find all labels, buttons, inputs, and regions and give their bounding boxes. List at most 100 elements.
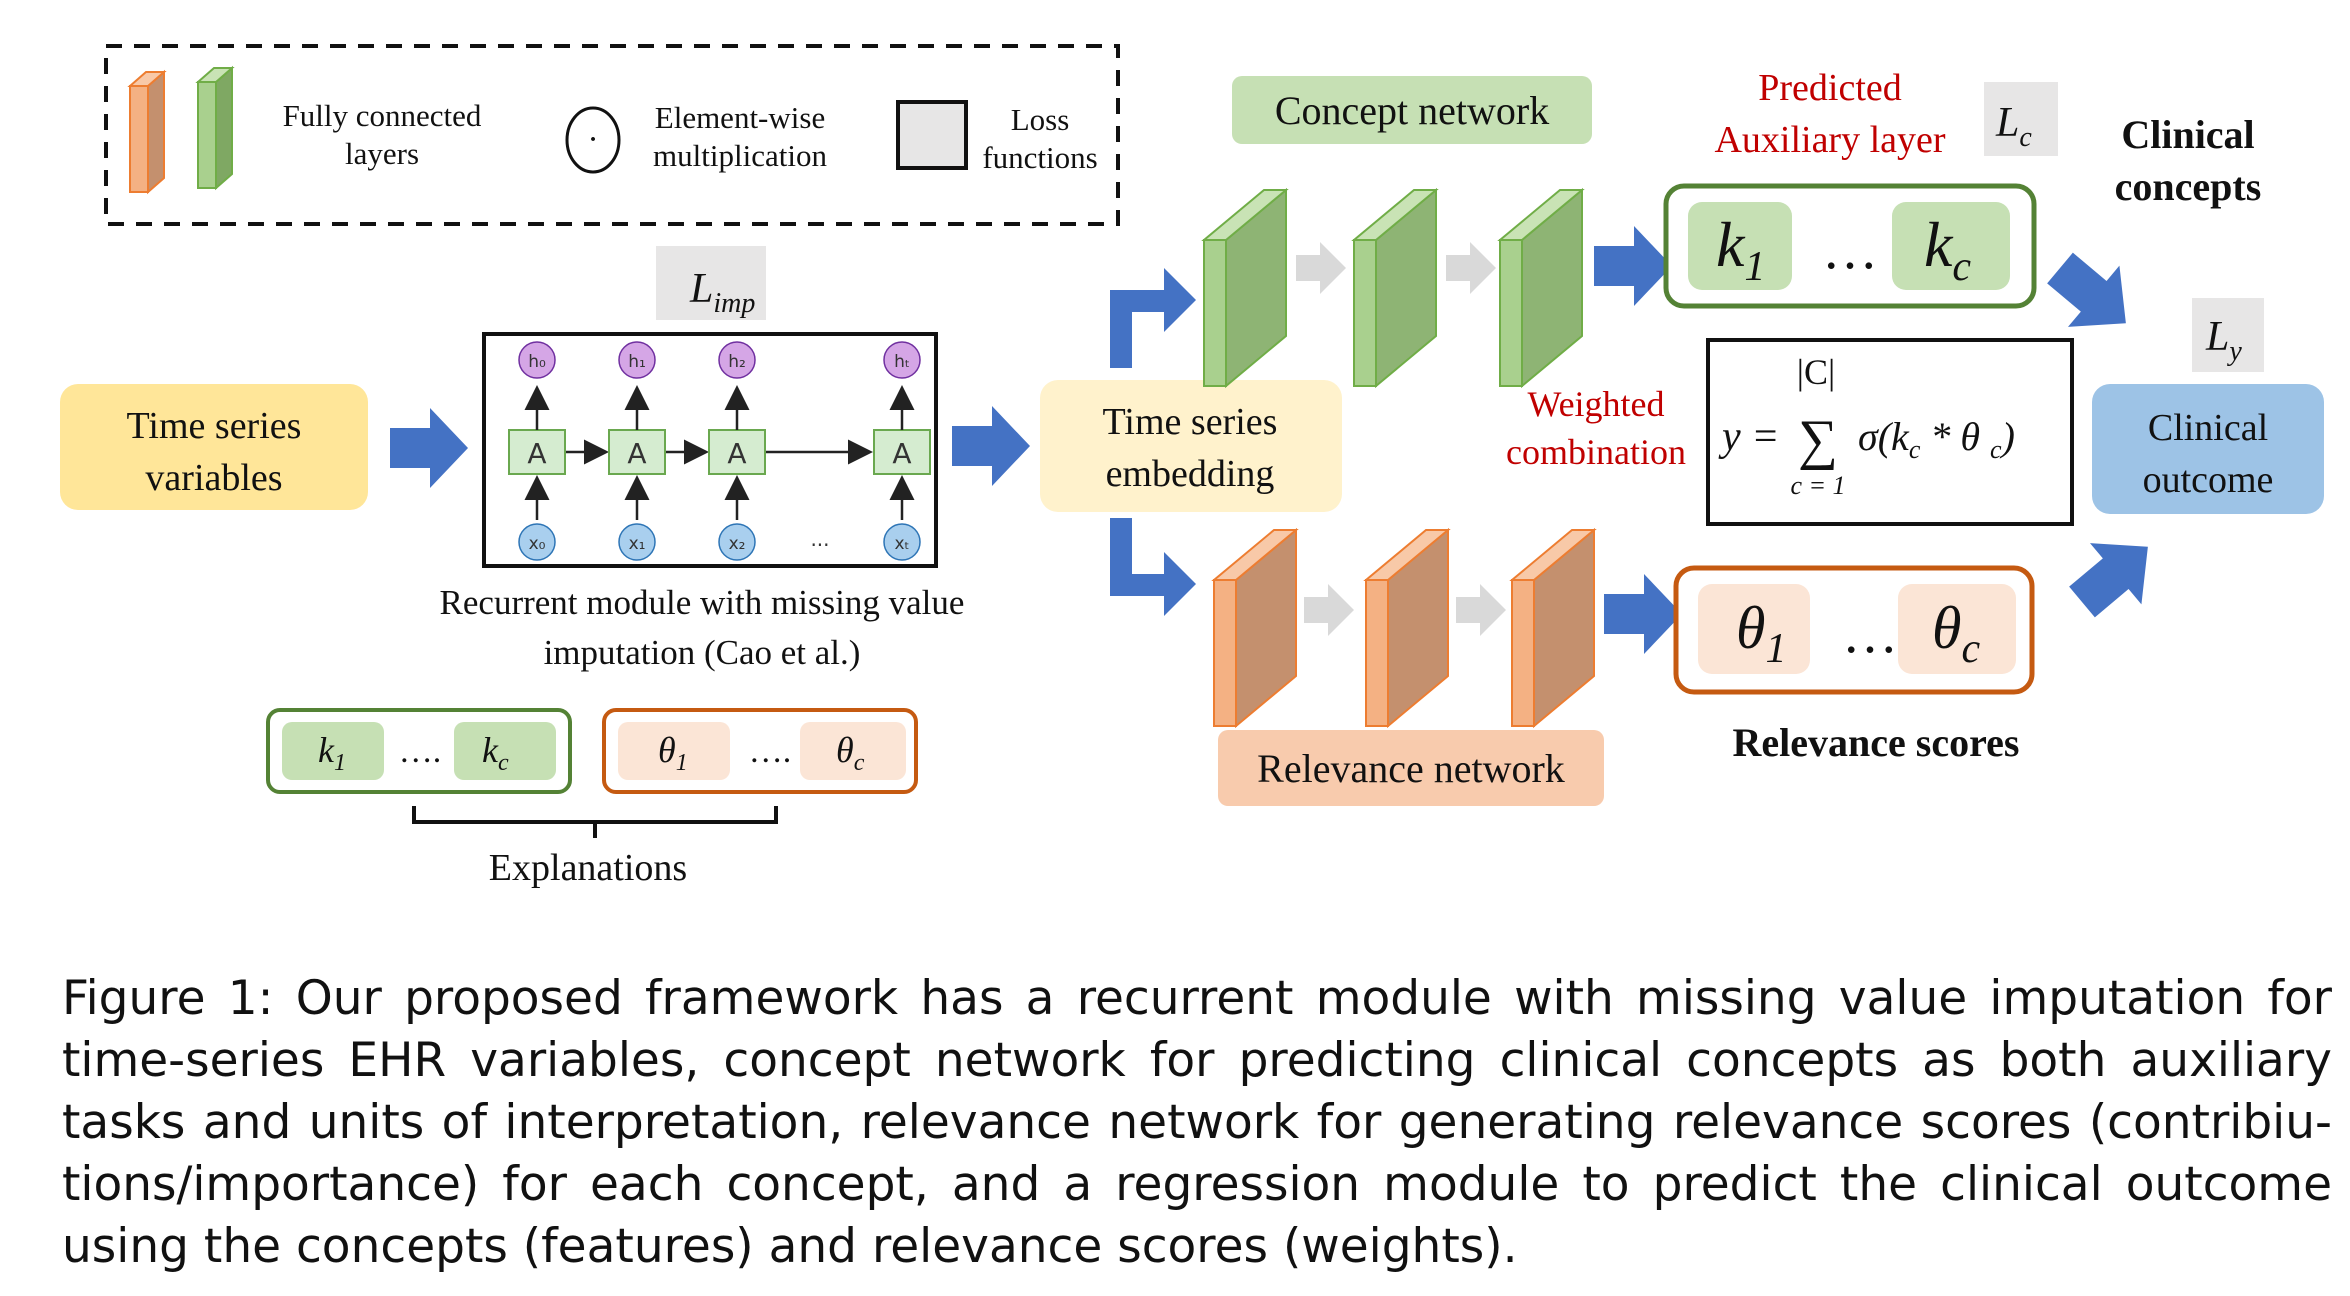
thetac-value: θc: [1932, 595, 1980, 672]
loss-function-box-icon: [896, 100, 968, 170]
explanation-kc-box: [454, 722, 556, 780]
relevance-network: Relevance network θ1 … θc Relevance scor…: [1213, 529, 2035, 806]
l-c-loss-box: [1984, 82, 2058, 156]
formula-lhs: y =: [1718, 414, 1779, 460]
embedding-label-1: Time series: [1103, 401, 1278, 443]
formula-lower: c = 1: [1790, 471, 1845, 500]
rnn-cell: A h₂ x₂: [708, 341, 766, 561]
kc-box: [1892, 202, 2010, 290]
l-c-loss: Lc: [1995, 100, 2032, 153]
elbow-arrow-down: [1110, 518, 1196, 616]
elbow-arrow-up: [1110, 268, 1196, 368]
legend-fc-label-2: layers: [345, 136, 419, 171]
formula-box: [1706, 338, 2074, 526]
rnn-cell-label: A: [627, 437, 646, 470]
arrow-relevance-to-outcome: [2069, 543, 2148, 618]
formula-upper: |C|: [1797, 352, 1835, 392]
arrow-rnn-to-embedding: [952, 406, 1030, 486]
k1-value: k1: [1716, 209, 1765, 290]
legend-loss-label-1: Loss: [1011, 102, 1070, 137]
relevance-layer-2: [1365, 529, 1449, 727]
concept-dots: …: [1822, 219, 1878, 281]
explanation-concept-dots: ….: [399, 733, 442, 770]
legend-mult-label-1: Element-wise: [655, 100, 825, 135]
k1-box: [1688, 202, 1792, 290]
weighted-label-2: combination: [1506, 432, 1686, 472]
relevance-gray-arrow-2: [1456, 584, 1506, 636]
l-y-loss-box: [2192, 298, 2264, 372]
time-series-variables-node: Time series variables: [60, 384, 368, 510]
weighted-label-1: Weighted: [1527, 384, 1664, 424]
concept-network-label-box: [1232, 76, 1592, 144]
explanations-label: Explanations: [489, 847, 687, 889]
predicted-label-2: Auxiliary layer: [1714, 119, 1945, 161]
legend-border: [104, 44, 1120, 226]
rnn-cell-label: A: [892, 437, 911, 470]
kc-value: kc: [1924, 209, 1971, 290]
rnn-hidden-label: h₁: [628, 352, 646, 372]
explanations-bracket: [412, 806, 778, 838]
concept-network: Concept network Predicted Auxiliary laye…: [1203, 67, 2262, 387]
l-imp-loss-box: [656, 246, 766, 320]
relevance-layer-3: [1511, 529, 1595, 727]
l-imp-loss: Limp: [689, 266, 755, 319]
rnn-input-label: x₀: [529, 534, 546, 554]
explanation-thetac-box: [800, 722, 906, 780]
clinical-outcome: Ly Clinical outcome: [2092, 298, 2324, 514]
outcome-label-2: outcome: [2143, 459, 2274, 501]
embedding-label-2: embedding: [1106, 453, 1275, 495]
framework-diagram: Fully connected layers · Element-wise mu…: [60, 44, 2324, 889]
concept-layer-2: [1353, 189, 1437, 387]
clinical-concepts-title-1: Clinical: [2121, 112, 2254, 157]
rnn-input-label: xₜ: [894, 534, 909, 554]
rnn-cell-label: A: [527, 437, 546, 470]
multiplication-circle-icon: [565, 106, 621, 174]
rnn-cell: A hₜ xₜ: [873, 341, 931, 561]
arrow-concepts-to-outcome: [2047, 252, 2126, 327]
explanation-kc: kc: [482, 730, 509, 776]
predicted-label-1: Predicted: [1758, 67, 1902, 109]
explanation-k1-box: [282, 722, 384, 780]
concept-network-label: Concept network: [1275, 88, 1549, 133]
legend-fc-label-1: Fully connected: [283, 98, 482, 133]
explanation-theta1: θ1: [658, 730, 688, 776]
relevance-scores-title: Relevance scores: [1733, 720, 2020, 765]
arrow-relevance-to-outputs: [1604, 574, 1682, 654]
relevance-layer-1: [1213, 529, 1297, 727]
rnn-cell: A h₁ x₁: [608, 341, 666, 561]
thetac-box: [1898, 584, 2016, 674]
rnn-cell: A h₀ x₀: [508, 341, 566, 561]
arrow-input-to-rnn: [390, 408, 468, 488]
legend-orange-layer-icon: [127, 69, 167, 195]
formula-term: σ(kc * θ c): [1858, 414, 2015, 464]
rnn-hidden-label: h₂: [728, 352, 746, 372]
legend-loss-label-2: functions: [982, 140, 1097, 175]
rnn-hidden-label: h₀: [528, 352, 546, 372]
figure-caption: Figure 1: Our proposed framework has a r…: [62, 971, 2332, 1274]
explanation-k1: k1: [318, 730, 346, 776]
clinical-outcome-node: [2092, 384, 2324, 514]
relevance-dots: …: [1842, 603, 1898, 665]
legend-green-layer-icon: [195, 65, 235, 191]
rnn-input-label: x₂: [729, 534, 746, 554]
rnn-ellipsis: ...: [810, 527, 829, 551]
theta1-box: [1698, 584, 1810, 674]
input-label-2: variables: [145, 457, 282, 499]
legend: Fully connected layers · Element-wise mu…: [104, 44, 1120, 226]
explanation-theta1-box: [618, 722, 730, 780]
formula-sum: ∑: [1798, 409, 1838, 471]
l-y-loss: Ly: [2205, 314, 2242, 367]
arrow-concept-to-outputs: [1594, 226, 1672, 306]
explanations: k1 …. kc θ1 …. θc Explanations: [266, 708, 918, 889]
relevance-gray-arrow-1: [1304, 584, 1354, 636]
clinical-concepts-title-2: concepts: [2115, 164, 2262, 209]
rnn-caption-1: Recurrent module with missing value: [440, 583, 965, 622]
weighted-combination: Weighted combination |C| y = ∑ c = 1 σ(k…: [1506, 338, 2074, 526]
input-label-1: Time series: [127, 405, 302, 447]
concept-gray-arrow-1: [1296, 242, 1346, 294]
explanation-relevance-dots: ….: [749, 733, 792, 770]
rnn-hidden-label: hₜ: [894, 352, 910, 372]
outcome-label-1: Clinical: [2148, 407, 2268, 449]
rnn-input-label: x₁: [629, 534, 646, 554]
legend-mult-label-2: multiplication: [653, 138, 827, 173]
